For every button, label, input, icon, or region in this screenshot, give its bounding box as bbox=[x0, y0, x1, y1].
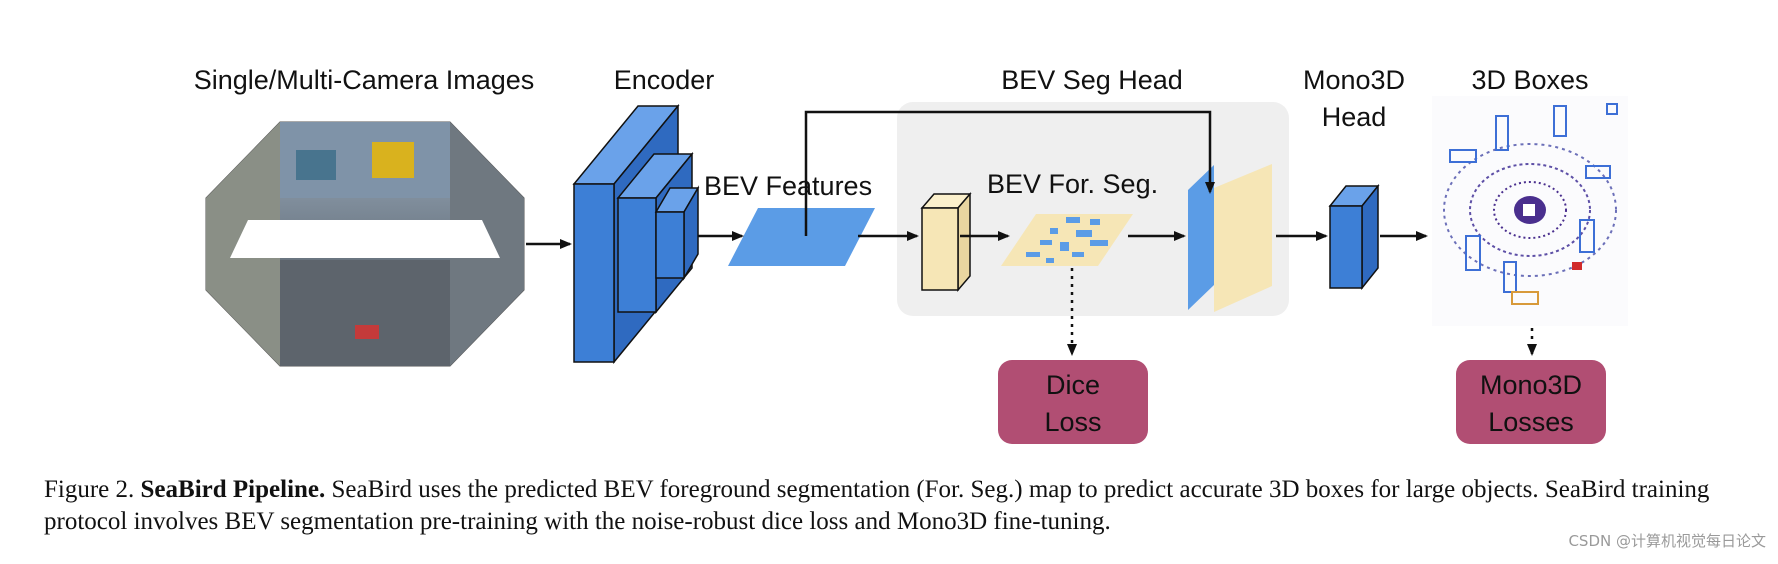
encoder-label: Encoder bbox=[614, 65, 715, 95]
3d-boxes-label: 3D Boxes bbox=[1471, 65, 1588, 95]
dice-loss-box bbox=[998, 360, 1148, 444]
caption-text: SeaBird uses the predicted BEV foregroun… bbox=[44, 476, 1710, 535]
bev-features-label: BEV Features bbox=[704, 171, 872, 201]
bev-foreground-seg-map bbox=[1001, 214, 1133, 266]
bev-for-seg-label: BEV For. Seg. bbox=[987, 169, 1158, 199]
bev-feature-plane bbox=[728, 208, 875, 266]
mono3d-head-label-line2: Head bbox=[1322, 102, 1387, 132]
mono3d-head-label-line1: Mono3D bbox=[1303, 65, 1405, 95]
dice-loss-label-line1: Dice bbox=[1046, 370, 1100, 400]
mono3d-head-block bbox=[1328, 183, 1380, 291]
3d-boxes-visualization bbox=[1432, 96, 1628, 326]
encoder-blocks bbox=[572, 103, 700, 365]
mono3d-losses-label-line2: Losses bbox=[1488, 407, 1574, 437]
camera-images-collage bbox=[205, 121, 525, 367]
camera-images-label: Single/Multi-Camera Images bbox=[194, 65, 535, 95]
figure-caption: Figure 2. SeaBird Pipeline. SeaBird uses… bbox=[44, 474, 1744, 538]
flow-arrows bbox=[526, 110, 1537, 356]
caption-prefix: Figure 2. bbox=[44, 476, 141, 503]
pipeline-diagram: Single/Multi-Camera Images Encoder BEV S… bbox=[193, 65, 1628, 444]
dice-loss-label-line2: Loss bbox=[1044, 407, 1101, 437]
fused-feature-planes bbox=[1188, 164, 1272, 312]
bev-seg-head-label: BEV Seg Head bbox=[1001, 65, 1183, 95]
watermark: CSDN @计算机视觉每日论文 bbox=[1568, 532, 1766, 550]
mono3d-losses-box bbox=[1456, 360, 1606, 444]
mono3d-losses-label-line1: Mono3D bbox=[1480, 370, 1582, 400]
caption-bold-title: SeaBird Pipeline. bbox=[140, 476, 326, 503]
seg-conv-block bbox=[920, 191, 972, 293]
